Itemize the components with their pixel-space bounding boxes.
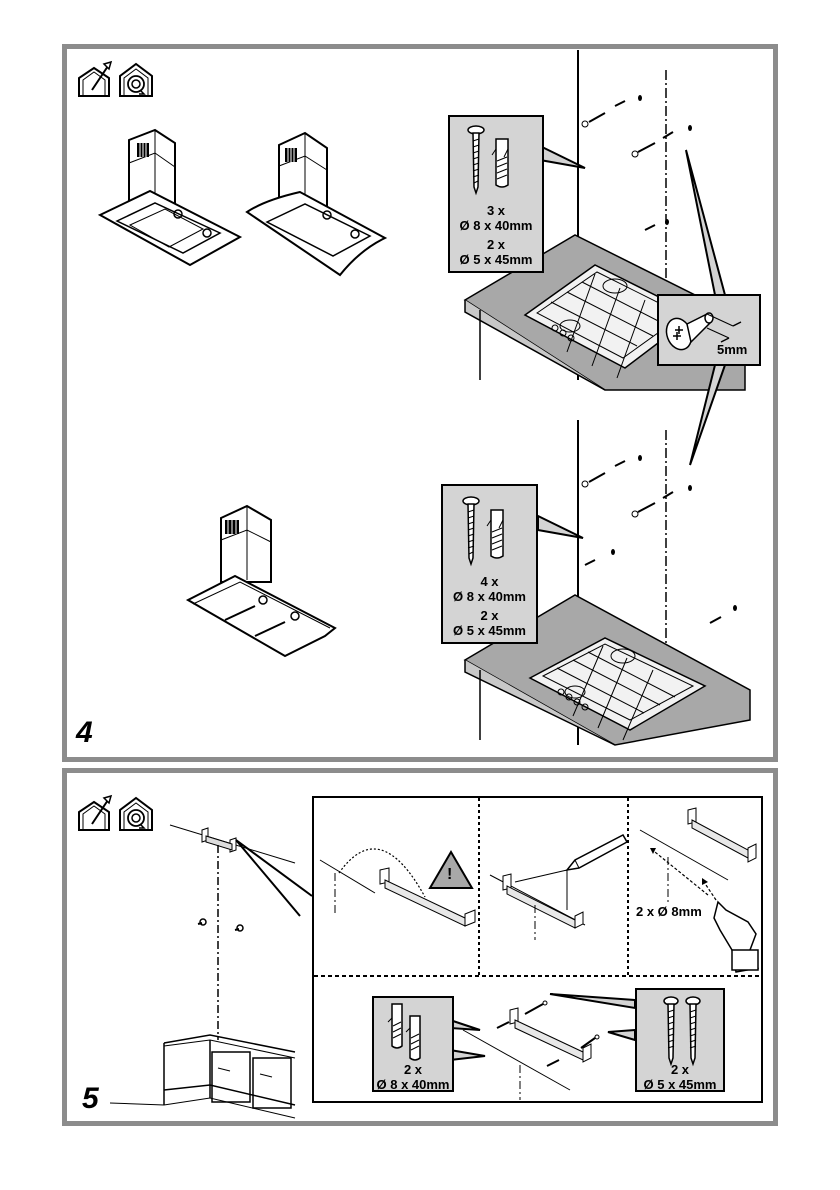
fixing-size: Ø 5 x 45mm <box>643 1077 717 1092</box>
callout-pointer-lower <box>537 514 584 539</box>
drilling-illustration <box>639 807 760 973</box>
protrusion-dimension: 5mm <box>717 342 748 357</box>
fixing-quantity: 4 x <box>480 574 499 589</box>
wall-plugs-callout: 2 x Ø 8 x 40mm <box>372 996 454 1092</box>
fixing-quantity: 2 x <box>486 237 506 252</box>
screw-icon <box>467 125 485 196</box>
fixing-size: Ø 5 x 45mm <box>459 252 533 267</box>
drill-hole-label: 2 x Ø 8mm <box>636 904 702 919</box>
wall-overview-scene <box>109 824 296 1119</box>
pencil-marking-illustration <box>489 834 629 940</box>
screw-icon <box>462 496 480 567</box>
detail-frame <box>312 796 763 1103</box>
fixing-quantity: 3 x <box>486 203 506 218</box>
fixing-quantity: 2 x <box>670 1062 690 1077</box>
wall-plug-icon <box>486 509 504 559</box>
island-hood-glass-flat-illustration <box>97 128 243 267</box>
callout-pointer-upper <box>539 144 586 169</box>
screw-detail-pointers <box>685 149 727 466</box>
dimension-arrows <box>706 313 742 343</box>
chimney-hood-illustration <box>185 504 337 658</box>
step-number-5: 5 <box>82 1082 99 1115</box>
screw-head-icon <box>665 312 714 351</box>
recirculation-icon <box>119 796 153 831</box>
detail-pointer <box>235 839 313 917</box>
fixing-size: Ø 8 x 40mm <box>459 218 533 233</box>
fixings-callout-upper: 3 x Ø 8 x 40mm 2 x Ø 5 x 45mm <box>448 115 544 273</box>
wall-plug-icon <box>387 1003 421 1061</box>
sub-step-dividers <box>314 798 761 977</box>
assembly-callout-pointers <box>449 993 636 1062</box>
fixings-callout-lower: 4 x Ø 8 x 40mm 2 x Ø 5 x 45mm <box>441 484 538 644</box>
step-number-4: 4 <box>76 716 93 749</box>
bracket-level-illustration <box>319 848 476 927</box>
screw-protrusion-detail: 5mm <box>657 294 761 366</box>
wall-plug-icon <box>491 138 509 188</box>
bracket-fixing-illustration <box>462 1000 600 1100</box>
fixing-size: Ø 8 x 40mm <box>453 589 526 604</box>
warning-icon <box>428 850 474 889</box>
fixing-quantity: 2 x <box>403 1062 423 1077</box>
ducted-extraction-icon <box>78 794 113 831</box>
fixing-size: Ø 5 x 45mm <box>453 623 526 638</box>
screws-callout: 2 x Ø 5 x 45mm <box>635 988 725 1092</box>
island-hood-glass-curved-illustration <box>245 131 388 277</box>
fixing-size: Ø 8 x 40mm <box>376 1077 450 1092</box>
recirculation-icon <box>119 62 153 97</box>
screw-icon <box>663 996 701 1067</box>
wall-worktop-scene-lower <box>463 420 751 746</box>
ducted-extraction-icon <box>78 60 113 97</box>
warning-symbol: ! <box>447 866 453 883</box>
fixing-quantity: 2 x <box>480 608 499 623</box>
